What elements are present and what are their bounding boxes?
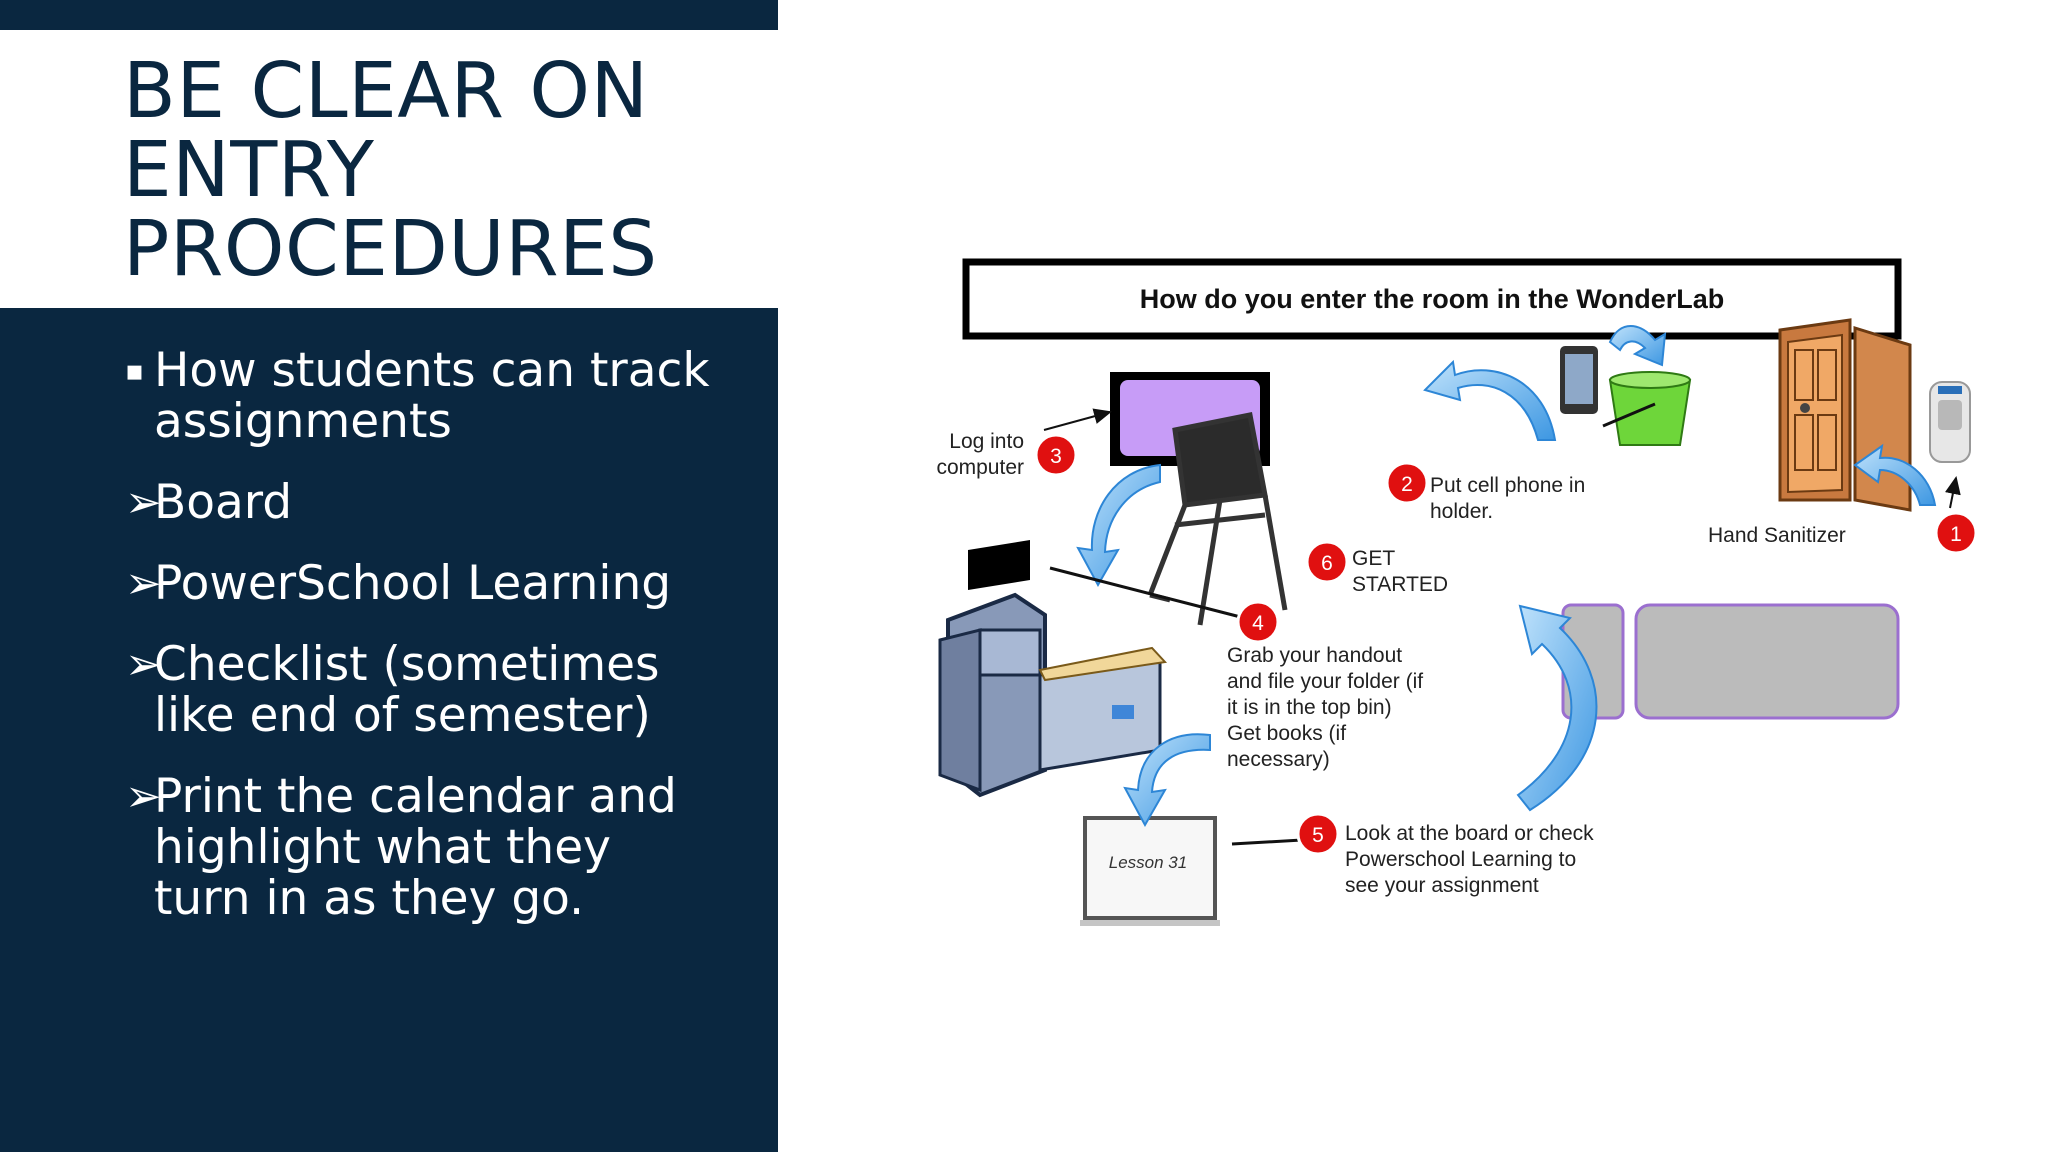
flow-arrow-icon — [1516, 604, 1598, 812]
bullet-text: Board — [154, 475, 293, 530]
door-icon — [1778, 318, 1912, 512]
bullet-text: assignments — [154, 394, 452, 449]
step-label: see your assignment — [1345, 874, 1539, 897]
bucket-icon — [1608, 371, 1692, 446]
step-number: 6 — [1321, 552, 1333, 575]
title-line: ENTRY — [123, 126, 375, 215]
step-label: Log into — [949, 430, 1024, 453]
arrow-bullet-icon: ➢ — [125, 558, 162, 609]
diagram-header: How do you enter the room in the WonderL… — [1140, 284, 1725, 314]
step-label: computer — [936, 456, 1024, 479]
step-number: 3 — [1050, 445, 1062, 468]
diagram-header-box — [962, 258, 1902, 340]
pointer-line — [1602, 402, 1656, 428]
step-label: Hand Sanitizer — [1708, 524, 1846, 547]
title-box — [0, 30, 778, 308]
step-badge-3: 3 — [1034, 433, 1078, 477]
slide-title: BE CLEAR ON ENTRY PROCEDURES — [123, 52, 658, 289]
step-label: it is in the top bin) — [1227, 696, 1392, 719]
table-large — [1634, 603, 1900, 720]
step-label: STARTED — [1352, 573, 1448, 596]
title-line: PROCEDURES — [123, 205, 658, 294]
step-label: Get books (if — [1227, 722, 1346, 745]
arrow-bullet-icon: ➢ — [125, 639, 162, 690]
pointer-line — [1043, 408, 1112, 431]
step-label: Grab your handout — [1227, 644, 1402, 667]
step-label: Powerschool Learning to — [1345, 848, 1576, 871]
arrow-bullet-icon: ➢ — [125, 771, 162, 822]
bullet-item: ▪ How students can track assignments — [125, 345, 765, 447]
flow-arrow-icon — [1123, 733, 1211, 828]
step-label: Put cell phone in — [1430, 474, 1585, 497]
bullet-item: ➢ PowerSchool Learning — [125, 558, 765, 609]
step-label: GET — [1352, 547, 1395, 570]
bullet-text: highlight what they — [154, 820, 611, 875]
step-label: and file your folder (if — [1227, 670, 1423, 693]
cell-phone-icon — [1560, 346, 1598, 414]
bullet-text: PowerSchool Learning — [154, 556, 672, 611]
bullet-item: ➢ Checklist (sometimes like end of semes… — [125, 639, 765, 741]
bullet-item: ➢ Print the calendar and highlight what … — [125, 771, 765, 924]
bullet-list: ▪ How students can track assignments ➢ B… — [125, 345, 765, 954]
flow-arrows — [1076, 325, 1937, 828]
step-badge-6: 6 — [1305, 540, 1349, 584]
whiteboard-icon: Lesson 31 — [1080, 816, 1220, 926]
bullet-item: ➢ Board — [125, 477, 765, 528]
pointer-line — [1945, 476, 1961, 509]
bullet-text: turn in as they go. — [154, 871, 585, 926]
whiteboard-text: Lesson 31 — [1109, 853, 1187, 872]
step-badge-2: 2 — [1385, 461, 1429, 505]
bullet-text: like end of semester) — [154, 688, 651, 743]
step-badge-5: 5 — [1296, 812, 1340, 856]
diagram-svg: How do you enter the room in the WonderL… — [936, 258, 1978, 926]
arrow-bullet-icon: ➢ — [125, 477, 162, 528]
file-cabinet-icon — [938, 540, 1168, 798]
flow-arrow-icon — [1076, 463, 1161, 588]
step-badge-4: 4 — [1236, 600, 1280, 644]
step-number: 1 — [1950, 523, 1962, 546]
title-line: BE CLEAR ON — [123, 47, 649, 136]
step-label: holder. — [1430, 500, 1493, 523]
bullet-text: Checklist (sometimes — [154, 637, 660, 692]
flow-arrow-icon — [1608, 325, 1667, 367]
step-label: necessary) — [1227, 748, 1330, 771]
step-badge-1: 1 — [1934, 511, 1978, 555]
step-number: 5 — [1312, 824, 1324, 847]
step-number: 4 — [1252, 612, 1264, 635]
hand-sanitizer-icon — [1929, 381, 1971, 463]
square-bullet-icon: ▪ — [125, 354, 144, 387]
entry-procedure-diagram: How do you enter the room in the WonderL… — [920, 250, 1980, 950]
pointer-line — [1049, 566, 1261, 624]
flow-arrow-icon — [1853, 443, 1937, 506]
bullet-text: How students can track — [154, 343, 710, 398]
bullet-text: Print the calendar and — [154, 769, 677, 824]
step-number: 2 — [1401, 473, 1413, 496]
chair-icon — [1147, 412, 1288, 626]
pointer-line — [1231, 838, 1303, 846]
flow-arrow-icon — [1423, 359, 1557, 441]
step-label: Look at the board or check — [1345, 822, 1594, 845]
